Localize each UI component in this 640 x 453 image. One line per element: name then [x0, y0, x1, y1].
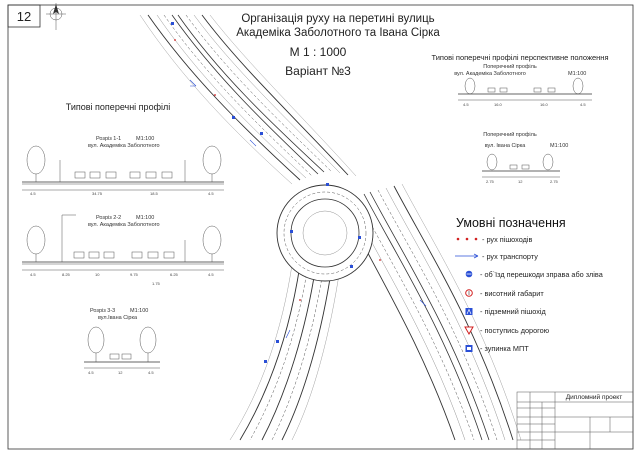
section2-dim-1: 4.5	[30, 272, 36, 277]
legend-item-2: - рух транспорту	[482, 252, 538, 261]
vehicles	[74, 171, 173, 179]
right-profiles-heading: Типові поперечні профілі перспективне по…	[431, 53, 608, 62]
profile2-label: Поперечний профіль	[483, 131, 537, 138]
legend-item-3: - об`їзд перешкоди зправа або зліва	[480, 270, 604, 279]
profile1-dim-3: 16.0	[540, 102, 549, 107]
traffic-arrow-icon	[455, 253, 479, 259]
profile2-dim-1: 2.75	[486, 179, 495, 184]
bus-stop-sign-icon	[465, 345, 473, 352]
section2-dim-6: 4.5	[208, 272, 214, 277]
north-road	[139, 14, 357, 185]
section2-label: Розріз 2-2	[96, 215, 121, 221]
right-profile-2: Поперечний профіль вул. Івана Сірка М1:1…	[482, 131, 568, 184]
legend-item-1: - рух пішоходів	[482, 235, 533, 244]
legend: Умовні позначення - рух пішоходів - рух …	[455, 216, 604, 353]
title-line-1: Організація руху на перетині вулиць	[241, 13, 434, 25]
right-profile-1: Поперечний профіль вул. Академіка Заболо…	[454, 63, 592, 107]
section1-dim-1: 4.5	[30, 191, 36, 196]
pedestrian-markers	[174, 39, 381, 301]
section3-label: Розріз 3-3	[90, 308, 115, 314]
section3-dim-2: 12	[118, 370, 123, 375]
vehicles	[73, 251, 175, 259]
sheet-number-box	[7, 4, 41, 28]
section1-dim-3: 18.5	[150, 191, 159, 196]
section2-dim-4: 9.75	[130, 272, 139, 277]
tree-icon	[202, 225, 222, 262]
title-block: Дипломний проект	[516, 391, 634, 450]
section2-dim-5: 6.25	[170, 272, 179, 277]
profile1-label: Поперечний профіль	[483, 63, 537, 70]
profile2-street: вул. Івана Сірка	[485, 143, 527, 149]
legend-heading: Умовні позначення	[456, 216, 566, 230]
stamp-title: Дипломний проект	[566, 393, 622, 401]
section2-street: вул. Академіка Заболотного	[88, 222, 160, 228]
section3-dim-3: 4.5	[148, 370, 154, 375]
tree-icon	[572, 77, 584, 95]
left-profiles-heading: Типові поперечні профілі	[66, 102, 170, 112]
section1-street: вул. Академіка Заболотного	[88, 143, 160, 149]
profile1-dim-2: 16.0	[494, 102, 503, 107]
underpass-sign-icon	[465, 308, 473, 315]
section-2-2: Розріз 2-2 М1:100 вул. Академіка Заболот…	[22, 214, 224, 286]
tree-icon	[26, 225, 46, 262]
section2-dim-2: 8.25	[62, 272, 71, 277]
profile2-scale: М1:100	[550, 143, 568, 149]
section3-dim-1: 4.5	[88, 370, 94, 375]
height-limit-sign-icon	[465, 289, 473, 297]
section3-scale: М1:100	[130, 308, 148, 314]
section-3-3: Розріз 3-3 М1:100 вул.Івана Сірка 4.5 12…	[84, 308, 160, 375]
section1-dim-2: 34.75	[92, 191, 103, 196]
road-signs	[171, 22, 361, 363]
legend-item-7: - зупинка МПТ	[480, 344, 529, 353]
tree-icon	[87, 326, 105, 362]
profile2-dim-3: 2.75	[550, 179, 559, 184]
tree-icon	[202, 145, 222, 182]
section1-label: Розріз 1-1	[96, 136, 121, 142]
legend-item-4: - висотний габарит	[480, 289, 544, 298]
tree-icon	[486, 153, 498, 171]
tree-icon	[464, 77, 476, 95]
sheet-number: 12	[17, 9, 31, 24]
scale-label: М 1 : 1000	[290, 45, 347, 59]
south-west-road	[229, 264, 341, 441]
variant-label: Варіант №3	[285, 64, 351, 78]
section1-dim-4: 4.5	[208, 191, 214, 196]
title-line-2: Академіка Заболотного та Івана Сірка	[236, 27, 440, 39]
north-arrow-icon	[46, 3, 66, 30]
profile1-street: вул. Академіка Заболотного	[454, 71, 526, 77]
tree-icon	[139, 326, 157, 362]
roundabout	[276, 184, 374, 282]
profile1-scale: М1:100	[568, 71, 586, 77]
section2-dim-3: 10	[95, 272, 100, 277]
road-plan	[139, 14, 522, 441]
tree-icon	[26, 145, 46, 182]
detour-sign-icon	[465, 270, 473, 278]
sheet-frame	[7, 4, 634, 450]
section2-extra-dim: 1.75	[152, 281, 161, 286]
yield-sign-icon	[464, 326, 474, 336]
profile1-dim-1: 4.5	[463, 102, 469, 107]
section-1-1: Розріз 1-1 М1:100 вул. Академіка Заболот…	[22, 136, 224, 196]
tree-icon	[542, 153, 554, 171]
profile2-dim-2: 12	[518, 179, 523, 184]
section1-scale: М1:100	[136, 136, 154, 142]
legend-item-5: - підземний пішохід	[480, 307, 547, 316]
profile1-dim-4: 4.5	[580, 102, 586, 107]
pedestrian-dots-icon	[456, 237, 478, 241]
section3-street: вул.Івана Сірка	[98, 315, 138, 321]
section2-scale: М1:100	[136, 215, 154, 221]
legend-item-6: - поступись дорогою	[480, 326, 550, 335]
traffic-arrows	[189, 79, 427, 339]
